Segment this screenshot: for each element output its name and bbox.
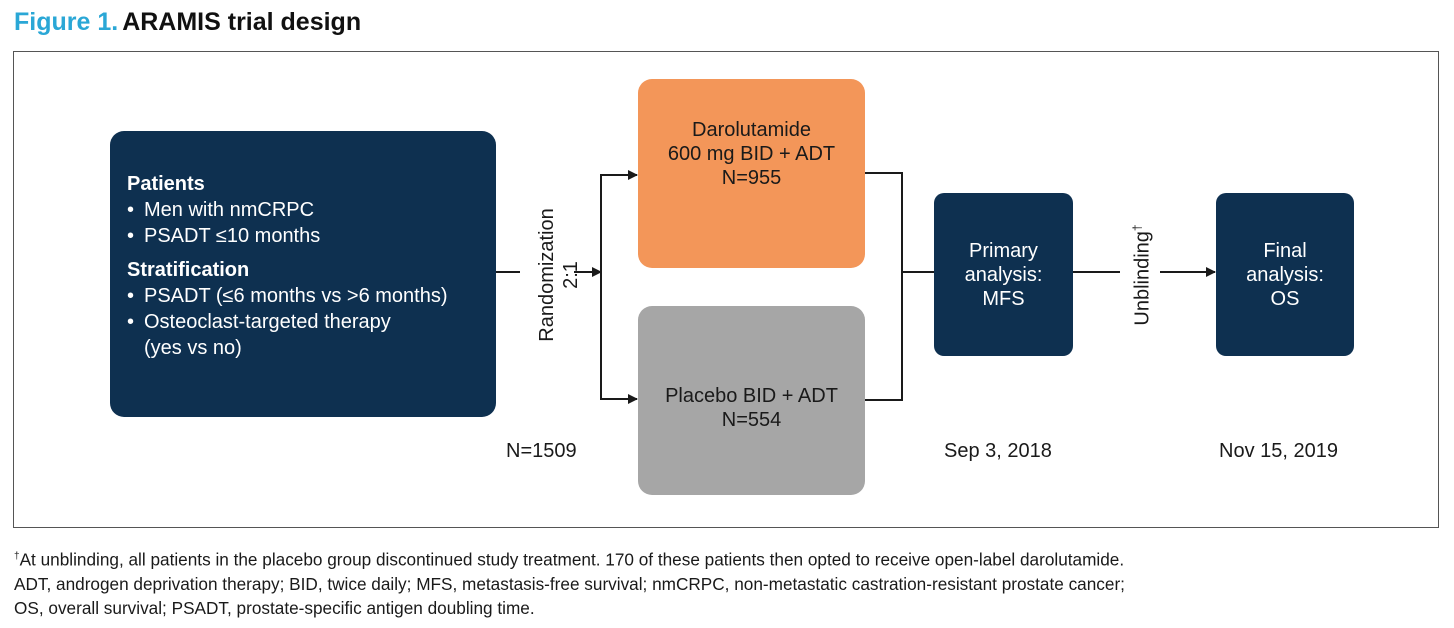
darolutamide-arm-dose: 600 mg BID + ADT xyxy=(667,142,836,165)
primary-analysis-endpoint: MFS xyxy=(982,287,1025,310)
final-analysis-endpoint: OS xyxy=(1270,287,1300,310)
primary-analysis-date: Sep 3, 2018 xyxy=(944,440,1052,462)
final-analysis-box: Final analysis: OS xyxy=(1216,193,1354,356)
randomization-ratio: 2:1 xyxy=(560,261,582,289)
footnote-dagger: †At unblinding, all patients in the plac… xyxy=(14,545,1125,572)
merge-line xyxy=(865,172,903,401)
footnote-dagger-mark: † xyxy=(14,551,20,562)
placebo-arm-n: N=554 xyxy=(721,408,782,431)
figure-title: Figure 1.ARAMIS trial design xyxy=(14,8,361,37)
primary-analysis-box: Primary analysis: MFS xyxy=(934,193,1073,356)
stratification-factor: PSADT (≤6 months vs >6 months) xyxy=(127,283,496,309)
darolutamide-arm-name: Darolutamide xyxy=(692,118,811,141)
placebo-arm-name: Placebo BID + ADT xyxy=(665,384,838,407)
patients-box: Patients Men with nmCRPC PSADT ≤10 month… xyxy=(110,131,496,417)
randomization-label: Randomization 2:1 xyxy=(535,175,585,375)
footnote-abbreviations-continued: OS, overall survival; PSADT, prostate-sp… xyxy=(14,597,535,618)
diagram-frame xyxy=(13,51,1439,528)
final-analysis-text: analysis: xyxy=(1246,263,1324,286)
dagger-mark: † xyxy=(1130,224,1144,232)
final-analysis-date: Nov 15, 2019 xyxy=(1219,440,1338,462)
figure-name: ARAMIS trial design xyxy=(122,8,362,36)
final-analysis-text: Final xyxy=(1263,239,1307,262)
darolutamide-arm-box: Darolutamide 600 mg BID + ADT N=955 xyxy=(638,79,865,268)
total-n-label: N=1509 xyxy=(506,440,577,462)
footnotes: †At unblinding, all patients in the plac… xyxy=(14,545,1125,620)
footnote-dagger-text: At unblinding, all patients in the place… xyxy=(19,549,1125,570)
footnote-abbreviations: ADT, androgen deprivation therapy; BID, … xyxy=(14,573,1125,594)
stratification-factor: Osteoclast-targeted therapy xyxy=(127,309,496,335)
patients-criterion: Men with nmCRPC xyxy=(127,197,496,223)
primary-analysis-text: analysis: xyxy=(964,263,1043,286)
stratification-heading: Stratification xyxy=(127,259,250,281)
primary-analysis-text: Primary xyxy=(969,239,1038,262)
figure-number: Figure 1. xyxy=(14,8,119,36)
stratification-factor-continued: (yes vs no) xyxy=(144,337,242,359)
placebo-arm-box: Placebo BID + ADT N=554 xyxy=(638,306,865,495)
darolutamide-arm-n: N=955 xyxy=(721,166,782,189)
patients-criterion: PSADT ≤10 months xyxy=(127,223,496,249)
patients-heading: Patients xyxy=(127,173,205,195)
unblinding-label: Unblinding† xyxy=(1125,175,1155,375)
unblinding-text: Unblinding xyxy=(1131,231,1154,326)
randomization-text: Randomization xyxy=(536,208,558,342)
